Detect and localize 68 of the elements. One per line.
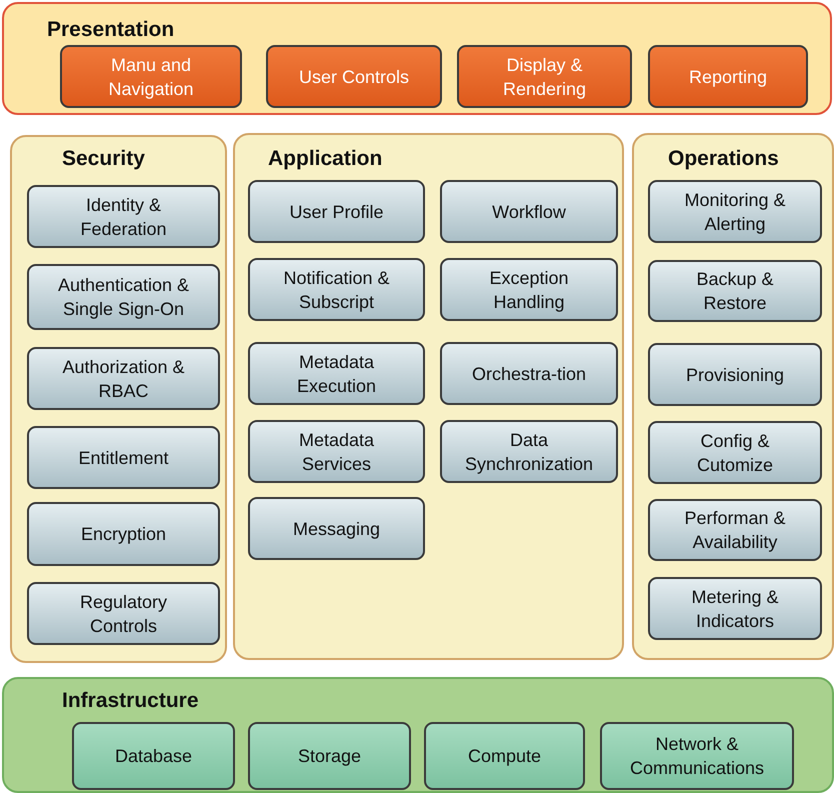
component-box (248, 258, 425, 321)
component-label: User Controls (298, 66, 410, 88)
component-box (600, 722, 794, 790)
component-box (27, 185, 220, 248)
component-box (648, 45, 808, 108)
component-label: Data Synchronization (464, 428, 594, 476)
component-box (648, 260, 822, 322)
component-box (440, 180, 618, 243)
component-box (248, 342, 425, 405)
component-box (248, 420, 425, 483)
component-label: Database (114, 745, 192, 768)
component-box (440, 342, 618, 405)
component-box (457, 45, 632, 108)
component-label: Authentication & Single Sign-On (56, 274, 190, 321)
component-label: Performan & Availability (683, 507, 787, 554)
layer-panel (10, 135, 227, 663)
component-label: Notification & Subscript (282, 266, 391, 314)
component-label: Network & Communications (628, 733, 766, 780)
component-label: Backup & Restore (695, 268, 775, 315)
component-label: Metadata Execution (296, 350, 378, 398)
component-label: User Profile (289, 200, 384, 224)
component-label: Metadata Services (298, 428, 376, 476)
component-box (424, 722, 585, 790)
component-box (648, 499, 822, 561)
component-label: Monitoring & Alerting (683, 188, 787, 236)
layer-heading: Operations (668, 147, 779, 171)
component-box (648, 421, 822, 484)
component-box (27, 582, 220, 645)
layer-heading: Security (62, 147, 145, 171)
component-label: Exception Handling (488, 266, 570, 314)
component-label: Config & Cutomize (696, 430, 774, 476)
component-label: Encryption (80, 523, 166, 546)
component-box (440, 420, 618, 483)
component-box (648, 180, 822, 243)
component-box (27, 347, 220, 410)
component-label: Compute (468, 745, 542, 768)
component-label: Display & Rendering (502, 54, 588, 100)
component-box (27, 426, 220, 489)
component-label: Provisioning (686, 364, 784, 386)
component-box (60, 45, 242, 108)
component-box (648, 577, 822, 640)
component-box (72, 722, 235, 790)
layer-heading: Infrastructure (62, 689, 199, 713)
component-label: Regulatory Controls (78, 590, 168, 638)
layer-band (2, 677, 834, 793)
layer-heading: Application (268, 147, 382, 171)
layer-panel (233, 133, 624, 660)
component-box (248, 497, 425, 560)
component-label: Orchestra-tion (472, 362, 586, 386)
component-label: Entitlement (78, 446, 169, 470)
component-box (266, 45, 442, 108)
component-label: Identity & Federation (79, 194, 168, 240)
component-label: Reporting (688, 66, 768, 88)
component-label: Messaging (292, 518, 380, 540)
component-box (648, 343, 822, 406)
layer-band (2, 2, 832, 115)
layer-heading: Presentation (47, 18, 174, 42)
component-box (27, 264, 220, 330)
layer-panel (632, 133, 834, 660)
component-label: Manu and Navigation (107, 54, 195, 100)
component-label: Metering & Indicators (690, 586, 780, 632)
component-label: Workflow (492, 200, 566, 224)
component-box (248, 722, 411, 790)
component-box (248, 180, 425, 243)
component-label: Authorization & RBAC (61, 356, 186, 402)
component-label: Storage (298, 745, 362, 768)
component-box (440, 258, 618, 321)
component-box (27, 502, 220, 566)
